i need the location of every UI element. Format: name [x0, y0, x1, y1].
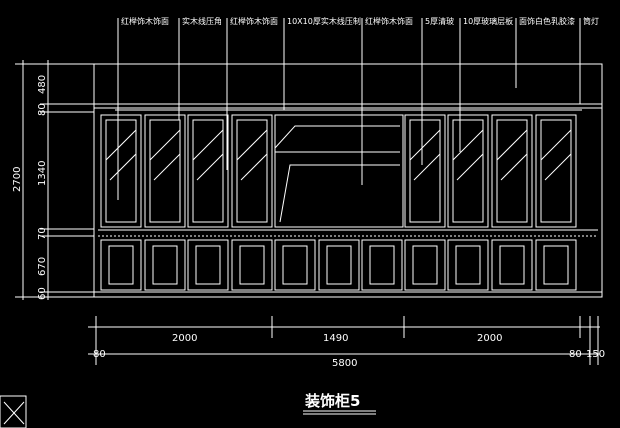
close-icon[interactable]	[0, 395, 27, 428]
annotation-7: 10厚玻璃层板	[463, 16, 513, 26]
upper-doors-right	[404, 114, 577, 228]
dim-60: 60	[37, 287, 48, 300]
dim-2000-left: 2000	[172, 333, 197, 344]
dim-80-left: 80	[93, 349, 106, 360]
dim-80-right: 80	[569, 349, 582, 360]
dim-1490: 1490	[323, 333, 348, 344]
dim-total-5800: 5800	[332, 358, 357, 369]
annotation-labels: 红榉饰木饰面 实木线压角 红榉饰木饰面 10X10厚实木线压制 红榉饰木饰面 5…	[121, 16, 599, 26]
cabinet-outline	[93, 63, 603, 298]
horizontal-dim-labels: 2000 1490 2000 80 5800 80 150	[93, 333, 605, 369]
upper-doors-left	[100, 114, 273, 228]
dim-150: 150	[586, 349, 605, 360]
annotation-2: 实木线压角	[182, 16, 222, 26]
annotation-6: 5厚清玻	[425, 16, 454, 26]
annotation-5: 红榉饰木饰面	[365, 16, 413, 26]
dim-80-vert: 80	[37, 103, 48, 116]
dim-670: 670	[37, 257, 48, 276]
drawing-title: 装饰柜5	[304, 392, 360, 410]
annotation-9: 筒灯	[583, 16, 599, 26]
dim-2000-right: 2000	[477, 333, 502, 344]
annotation-3: 红榉饰木饰面	[230, 16, 278, 26]
dim-480: 480	[37, 75, 48, 94]
dim-70: 70	[37, 227, 48, 240]
horizontal-dimensions	[88, 316, 600, 365]
dim-1340: 1340	[37, 161, 48, 186]
vertical-dimensions	[15, 60, 94, 300]
dim-2700: 2700	[12, 167, 23, 192]
annotation-1: 红榉饰木饰面	[121, 16, 169, 26]
annotation-leaders	[117, 18, 581, 200]
vertical-dim-labels: 2700 480 80 1340 70 670 60	[12, 75, 48, 300]
lower-doors	[100, 239, 577, 291]
annotation-4: 10X10厚实木线压制	[287, 16, 361, 26]
annotation-8: 面饰白色乳胶漆	[519, 16, 575, 26]
central-niche	[274, 114, 404, 228]
